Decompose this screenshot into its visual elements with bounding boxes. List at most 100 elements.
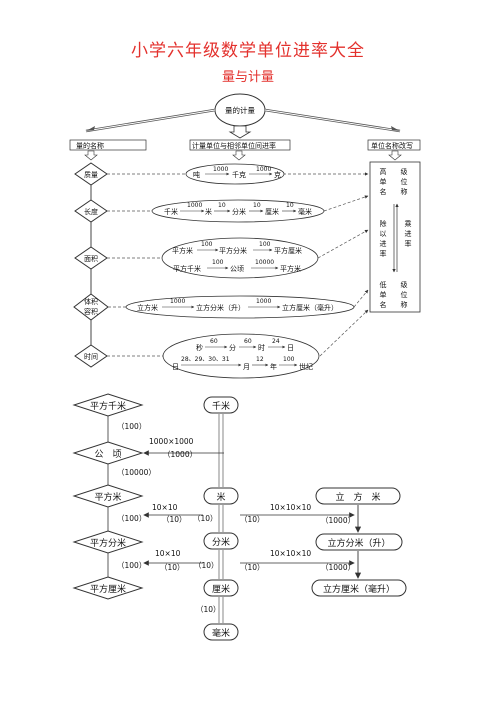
svg-text:毫米: 毫米 — [212, 627, 230, 639]
svg-text:分米: 分米 — [232, 207, 246, 216]
svg-text:单: 单 — [380, 290, 387, 299]
svg-text:1000×1000: 1000×1000 — [149, 437, 194, 446]
svg-text:（10000）: （10000） — [117, 468, 156, 477]
svg-text:（100）: （100） — [117, 422, 146, 431]
svg-text:千米: 千米 — [164, 207, 178, 216]
svg-text:60: 60 — [210, 338, 218, 345]
svg-text:（10）: （10） — [240, 563, 265, 572]
svg-text:平方米: 平方米 — [94, 491, 121, 503]
svg-text:单: 单 — [380, 177, 387, 186]
rewrite-panel: 高 单 名 级 位 称 乘 进 率 除 以 进 率 低 单 名 级 位 称 — [369, 161, 421, 313]
root-label: 量的计量 — [225, 105, 255, 115]
col-left-header: 量的名称 — [76, 141, 104, 150]
svg-text:24: 24 — [272, 338, 280, 345]
svg-text:（10）: （10） — [160, 563, 185, 572]
svg-text:立 方 米: 立 方 米 — [335, 491, 380, 503]
svg-text:（10）: （10） — [162, 515, 187, 524]
svg-text:立方厘米（毫升）: 立方厘米（毫升） — [282, 303, 338, 312]
svg-text:进: 进 — [405, 230, 412, 238]
svg-text:100: 100 — [283, 356, 295, 363]
category-volume: 体积 容积 — [73, 293, 109, 321]
svg-text:容积: 容积 — [84, 307, 98, 316]
svg-text:除: 除 — [380, 219, 387, 228]
svg-text:立方分米（升）: 立方分米（升） — [196, 303, 245, 312]
length-chain: 千米 1000 米 10 分米 10 厘米 10 毫米 — [151, 199, 325, 223]
svg-text:1000: 1000 — [187, 202, 202, 209]
col-mid-header: 计量单位与相邻单位间进率 — [192, 141, 276, 150]
svg-text:吨: 吨 — [193, 170, 200, 179]
svg-text:60: 60 — [244, 338, 252, 345]
svg-text:称: 称 — [401, 300, 408, 309]
svg-text:秒: 秒 — [196, 343, 203, 352]
svg-text:高: 高 — [380, 167, 387, 176]
svg-text:以: 以 — [380, 230, 387, 238]
page-subtitle: 量与计量 — [221, 70, 274, 85]
svg-text:100: 100 — [259, 241, 271, 248]
svg-text:日: 日 — [172, 363, 179, 371]
svg-text:（10）: （10） — [193, 514, 218, 523]
svg-text:分米: 分米 — [212, 536, 230, 548]
svg-text:世纪: 世纪 — [299, 362, 313, 371]
mass-chain: 吨 1000 千克 1000 克 — [185, 163, 285, 185]
svg-text:（10）: （10） — [194, 561, 219, 570]
svg-text:毫米: 毫米 — [298, 207, 312, 216]
svg-text:年: 年 — [270, 362, 277, 371]
length-column: 千米 米 分米 厘米 毫米 （10） （10） （10） — [193, 396, 239, 641]
svg-text:（1000）: （1000） — [321, 563, 355, 572]
svg-text:10: 10 — [253, 202, 261, 209]
svg-text:10×10: 10×10 — [152, 503, 178, 512]
svg-text:100: 100 — [201, 241, 213, 248]
svg-text:（100）: （100） — [117, 514, 146, 523]
svg-text:率: 率 — [380, 249, 387, 258]
area-chain: 平方米 100 平方分米 100 平方厘米 平方千米 100 公顷 10000 … — [161, 237, 319, 279]
svg-text:1000: 1000 — [213, 166, 228, 173]
svg-text:级: 级 — [401, 280, 408, 289]
top-diagram: 量的计量 量的名称 计量单位与相邻单位间进率 单位名称改写 质量 长度 — [69, 93, 421, 379]
svg-text:称: 称 — [401, 187, 408, 196]
svg-text:立方厘米（毫升）: 立方厘米（毫升） — [323, 583, 395, 595]
svg-text:（100）: （100） — [117, 561, 146, 570]
category-mass: 质量 — [74, 162, 108, 186]
svg-text:1000: 1000 — [256, 166, 271, 173]
svg-text:（1000）: （1000） — [321, 516, 355, 525]
svg-text:乘: 乘 — [405, 219, 412, 228]
svg-text:名: 名 — [380, 300, 387, 309]
svg-text:10000: 10000 — [255, 259, 274, 266]
svg-text:平方厘米: 平方厘米 — [90, 583, 126, 595]
svg-text:12: 12 — [256, 356, 264, 363]
svg-text:厘米: 厘米 — [212, 583, 230, 595]
svg-text:平方厘米: 平方厘米 — [274, 246, 302, 255]
area-column: 平方千米 公 顷 平方米 平方分米 平方厘米 （100） （10000） （10… — [72, 393, 156, 600]
svg-text:米: 米 — [216, 491, 225, 503]
svg-text:进: 进 — [380, 240, 387, 248]
svg-text:10×10×10: 10×10×10 — [270, 549, 311, 558]
svg-text:公 顷: 公 顷 — [94, 449, 121, 460]
svg-text:级: 级 — [401, 167, 408, 176]
svg-text:名: 名 — [380, 187, 387, 196]
svg-text:时间: 时间 — [84, 352, 98, 361]
svg-text:千米: 千米 — [212, 400, 230, 412]
svg-text:米: 米 — [205, 207, 212, 216]
svg-text:克: 克 — [274, 171, 281, 179]
col-right-header: 单位名称改写 — [371, 141, 413, 150]
category-area: 面积 — [74, 246, 108, 270]
svg-text:位: 位 — [401, 290, 408, 299]
svg-text:厘米: 厘米 — [265, 207, 279, 216]
svg-text:立方米: 立方米 — [137, 303, 158, 312]
category-length: 长度 — [74, 199, 108, 223]
svg-text:1000: 1000 — [170, 298, 185, 305]
svg-text:平方分米: 平方分米 — [90, 537, 126, 549]
svg-text:日: 日 — [287, 344, 294, 352]
svg-text:位: 位 — [401, 177, 408, 186]
svg-text:10: 10 — [218, 202, 226, 209]
svg-text:质量: 质量 — [84, 170, 98, 179]
svg-text:28、29、30、31: 28、29、30、31 — [181, 356, 230, 363]
svg-text:10×10: 10×10 — [155, 549, 181, 558]
svg-text:平方分米: 平方分米 — [219, 246, 247, 255]
svg-text:立方分米（升）: 立方分米（升） — [327, 537, 390, 549]
svg-text:（10）: （10） — [196, 605, 221, 614]
svg-text:1000: 1000 — [256, 298, 271, 305]
svg-text:100: 100 — [212, 259, 224, 266]
volume-column: 立 方 米 立方分米（升） 立方厘米（毫升） （1000） （1000） — [311, 487, 407, 597]
